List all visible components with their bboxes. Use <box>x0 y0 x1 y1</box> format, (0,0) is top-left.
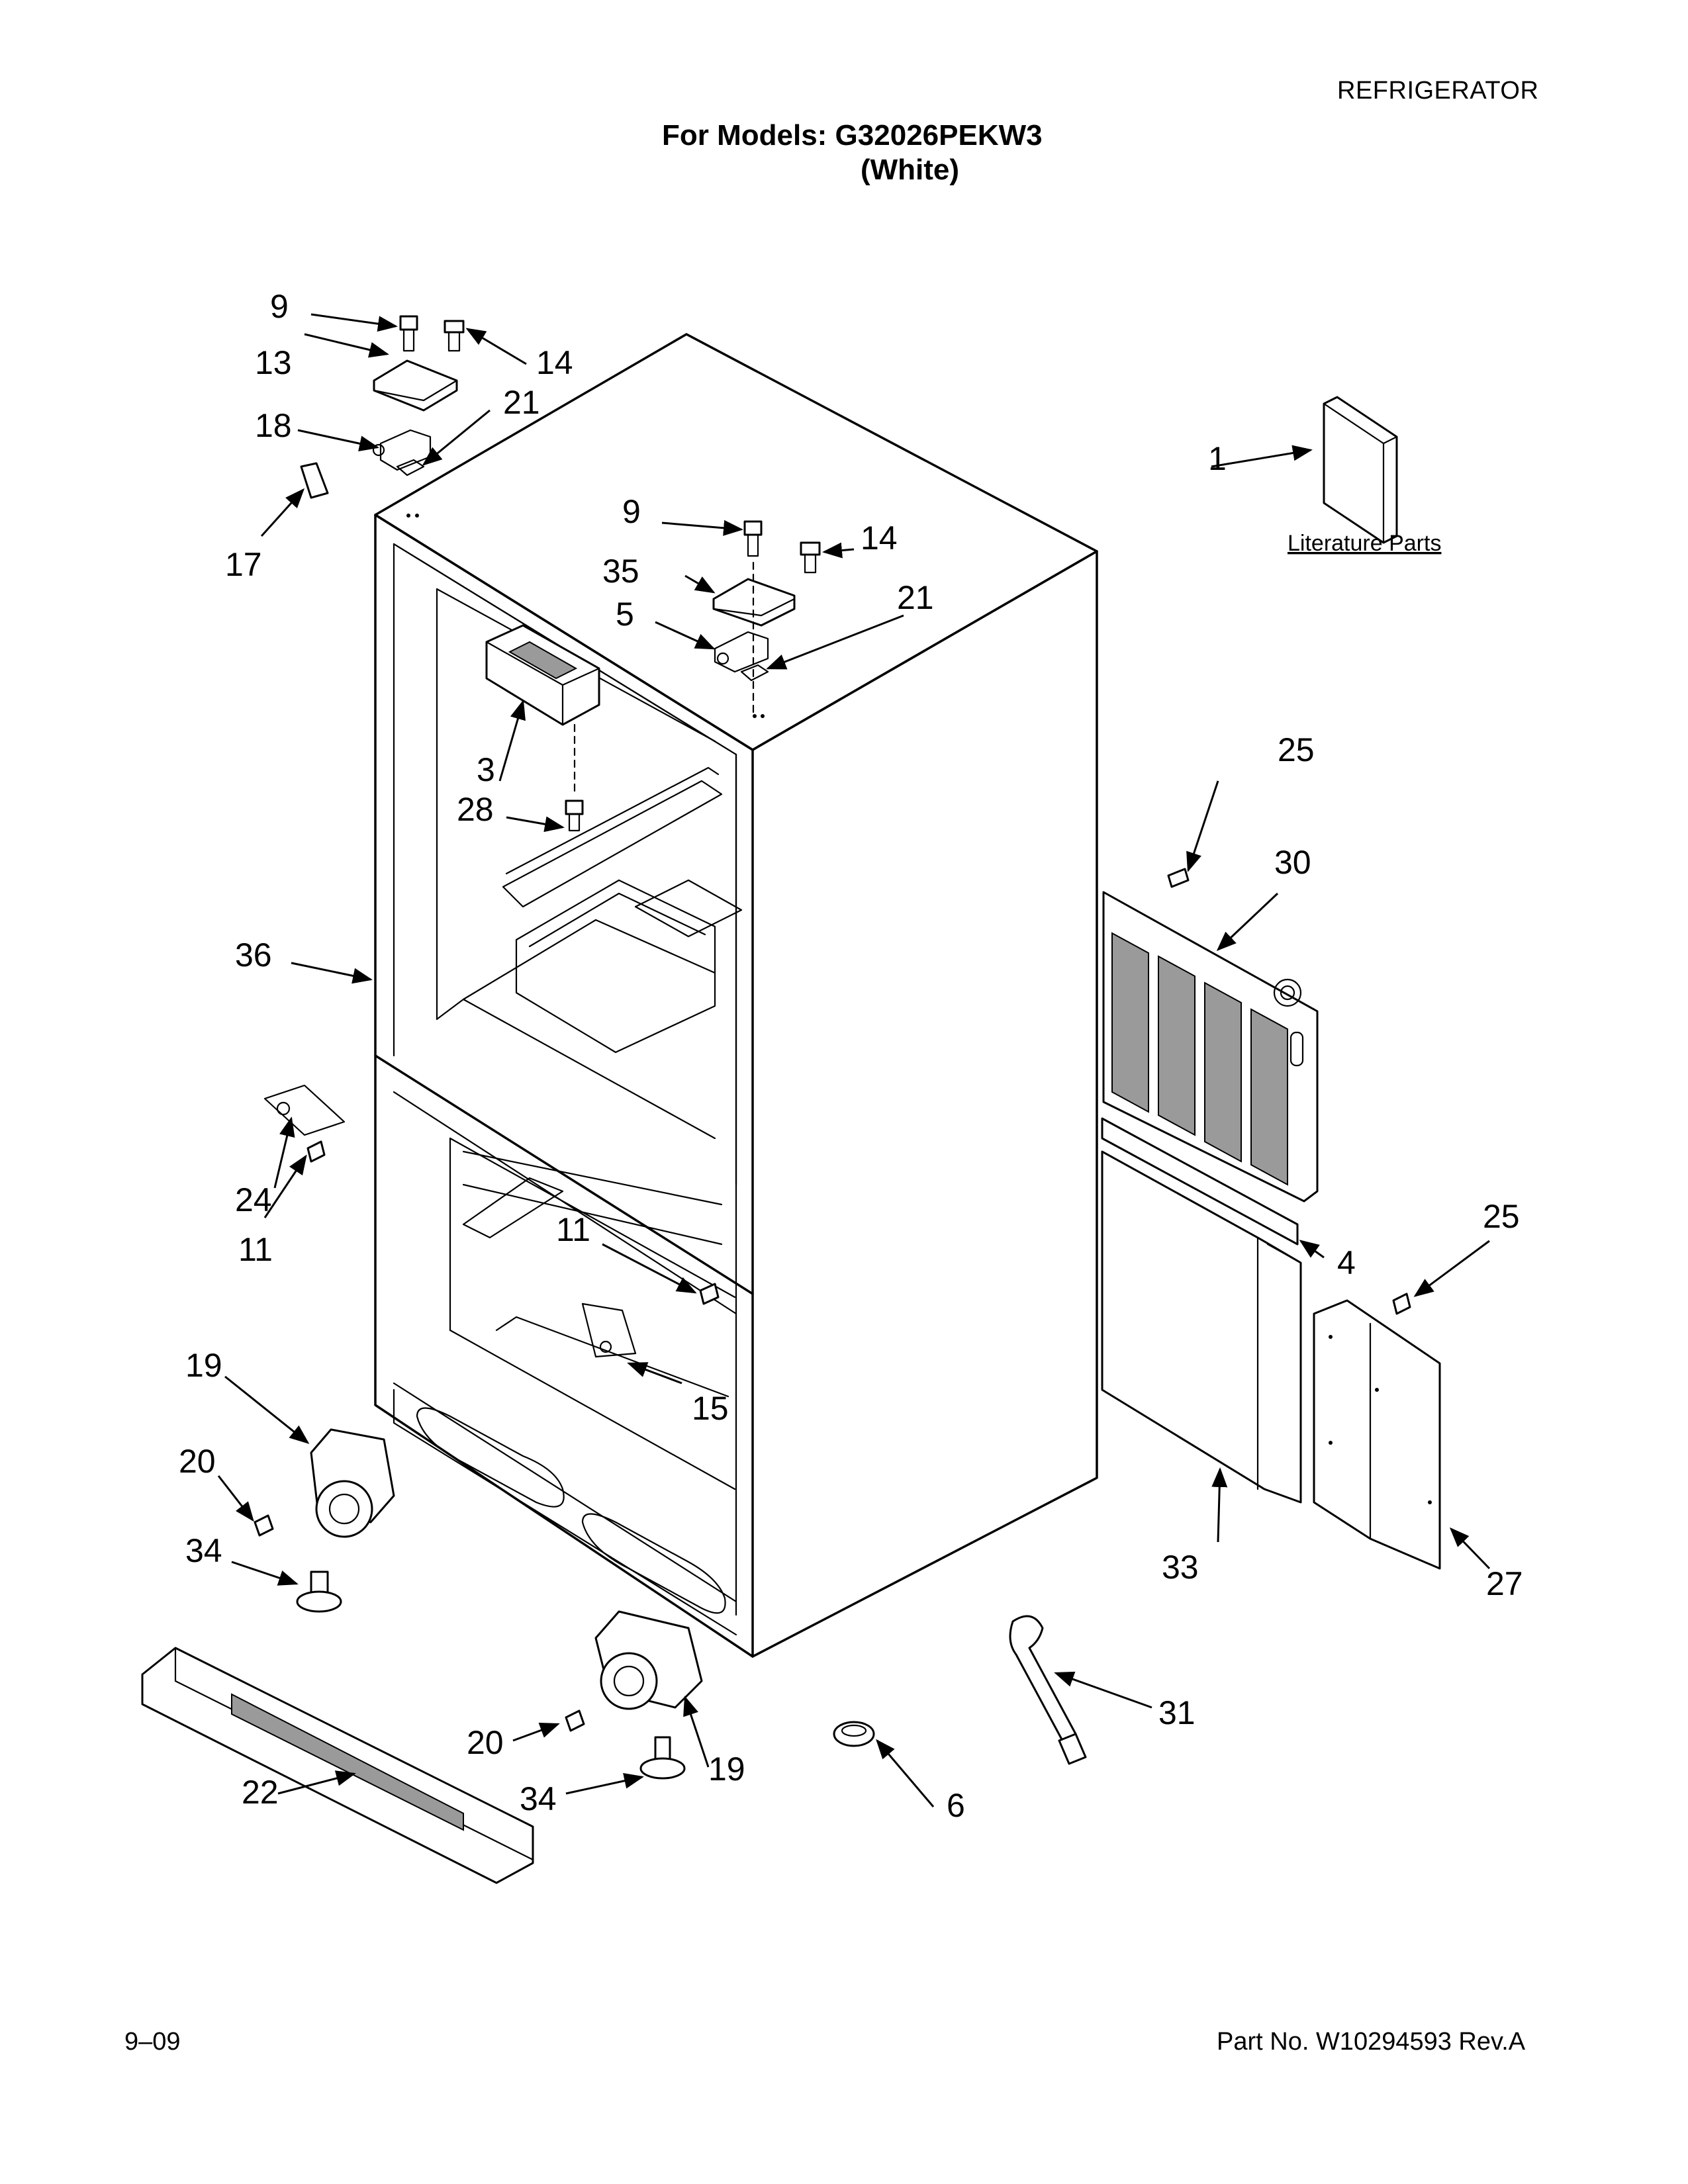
literature-parts-label: Literature Parts <box>1288 531 1441 556</box>
callout-11-center: 11 <box>556 1211 590 1248</box>
callout-20-left: 20 <box>179 1443 216 1480</box>
top-center-hinge-assembly <box>712 520 821 716</box>
callout-9-top-left: 9 <box>270 288 289 325</box>
callout-35: 35 <box>602 553 639 590</box>
water-tube <box>1009 1615 1087 1765</box>
refrigerator-cabinet <box>374 333 1098 1658</box>
callout-18: 18 <box>255 407 292 444</box>
callout-27: 27 <box>1486 1565 1523 1602</box>
revision-date: 9–09 <box>124 2028 181 2056</box>
center-hinge-and-bracket <box>263 1084 720 1358</box>
leader-arrows <box>217 313 1491 1807</box>
variant-subtitle: (White) <box>861 154 960 186</box>
callout-22: 22 <box>242 1774 279 1811</box>
callout-20-right: 20 <box>467 1724 504 1761</box>
callout-36: 36 <box>235 936 272 974</box>
lower-panels <box>1101 1117 1441 1570</box>
callout-33: 33 <box>1162 1549 1199 1586</box>
models-title: For Models: G32026PEKW3 <box>662 119 1043 152</box>
part-number: Part No. W10294593 Rev.A <box>1217 2028 1526 2056</box>
callout-34-right: 34 <box>520 1780 557 1817</box>
screw-25-lower <box>1392 1293 1411 1315</box>
rear-access-cover <box>1102 891 1319 1203</box>
callout-4: 4 <box>1337 1244 1356 1281</box>
callout-3: 3 <box>477 751 495 788</box>
screw-25-upper <box>1167 868 1190 888</box>
callout-15: 15 <box>692 1390 729 1427</box>
diagram-category: REFRIGERATOR <box>1337 77 1539 105</box>
callout-25-lower: 25 <box>1483 1198 1520 1235</box>
literature-booklet <box>1323 396 1398 544</box>
callout-19-right: 19 <box>708 1751 745 1788</box>
callout-numbers: 9 13 14 18 21 17 9 14 35 5 21 3 28 36 24… <box>179 288 1523 1824</box>
callout-1: 1 <box>1208 440 1227 477</box>
callout-25-upper: 25 <box>1278 731 1315 768</box>
toe-grille <box>141 1647 534 1884</box>
callout-34-left: 34 <box>185 1532 222 1569</box>
control-housing <box>485 624 600 832</box>
callout-11-left: 11 <box>238 1231 273 1268</box>
callout-6: 6 <box>947 1787 965 1824</box>
top-left-hinge-assembly <box>300 315 465 499</box>
callout-30: 30 <box>1274 844 1311 881</box>
callout-5: 5 <box>616 596 634 633</box>
callout-21-top-left: 21 <box>503 384 540 421</box>
callout-28: 28 <box>457 791 494 828</box>
callout-19-left: 19 <box>185 1347 222 1384</box>
callout-9-center: 9 <box>622 493 641 530</box>
callout-24: 24 <box>235 1181 272 1218</box>
right-roller-bracket <box>565 1610 703 1780</box>
callout-14-center: 14 <box>861 520 898 557</box>
callout-17: 17 <box>225 546 262 583</box>
left-roller-bracket <box>254 1428 395 1613</box>
callout-21-center: 21 <box>897 579 934 616</box>
callout-31: 31 <box>1158 1694 1196 1731</box>
callout-13: 13 <box>255 344 292 381</box>
callout-14-top-left: 14 <box>536 344 573 381</box>
